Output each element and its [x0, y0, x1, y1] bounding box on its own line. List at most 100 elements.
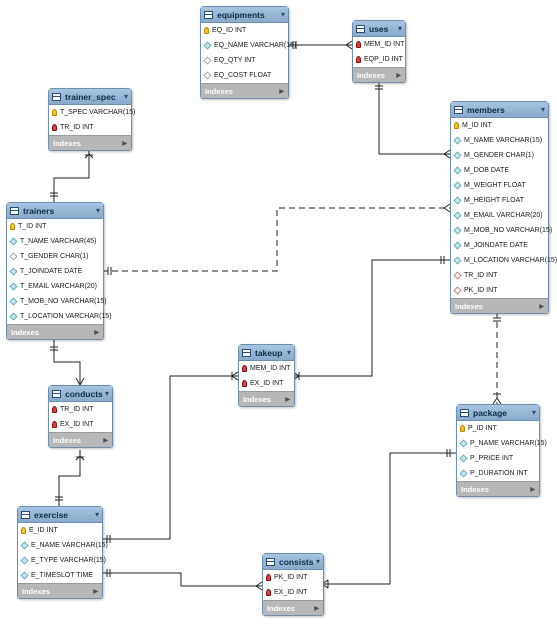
column-row[interactable]: EQ_QTY INT: [201, 53, 288, 68]
column-row[interactable]: M_LOCATION VARCHAR(15): [451, 253, 557, 268]
expand-arrow-icon[interactable]: ▶: [530, 486, 535, 493]
collapse-chevron-icon[interactable]: ▾: [280, 10, 285, 19]
table-header[interactable]: trainers▾: [7, 203, 103, 219]
collapse-chevron-icon[interactable]: ▾: [531, 408, 536, 417]
collapse-chevron-icon[interactable]: ▾: [104, 389, 109, 398]
indexes-footer[interactable]: Indexes▶: [451, 298, 548, 313]
column-row[interactable]: M_GENDER CHAR(1): [451, 148, 548, 163]
expand-arrow-icon[interactable]: ▶: [314, 605, 319, 612]
indexes-footer[interactable]: Indexes ▶: [7, 324, 103, 339]
indexes-label: Indexes: [11, 327, 39, 337]
table-name: package: [473, 407, 508, 418]
column-row[interactable]: TR_ID INT: [49, 120, 131, 135]
expand-arrow-icon[interactable]: ▶: [94, 329, 99, 336]
expand-arrow-icon[interactable]: ▶: [396, 72, 401, 79]
table-header[interactable]: members▾: [451, 102, 548, 118]
column-row[interactable]: T_MOB_NO VARCHAR(15): [7, 294, 107, 309]
column-row[interactable]: MEM_ID INT: [353, 37, 405, 52]
table-icon: [242, 348, 251, 357]
column-row[interactable]: TR_ID INT: [49, 402, 112, 417]
expand-arrow-icon[interactable]: ▶: [93, 588, 98, 595]
primary-key-icon: [10, 223, 15, 230]
indexes-footer[interactable]: Indexes▶: [18, 583, 102, 598]
column-row[interactable]: E_TYPE VARCHAR(15): [18, 553, 106, 568]
column-row[interactable]: EQP_ID INT: [353, 52, 405, 67]
column-row[interactable]: EX_ID INT: [263, 585, 323, 600]
collapse-chevron-icon[interactable]: ▾: [123, 92, 128, 101]
column-label: E_NAME VARCHAR(15): [31, 542, 108, 549]
column-row[interactable]: P_NAME VARCHAR(15): [457, 436, 547, 451]
table-trainer-spec[interactable]: trainer_spec▾T_SPEC VARCHAR(15)TR_ID INT…: [48, 88, 135, 151]
column-row[interactable]: EQ_ID INT: [201, 23, 288, 38]
collapse-chevron-icon[interactable]: ▾: [95, 206, 100, 215]
column-row[interactable]: T_JOINDATE DATE: [7, 264, 103, 279]
indexes-footer[interactable]: Indexes▶: [353, 67, 405, 82]
column-row[interactable]: M_NAME VARCHAR(15): [451, 133, 548, 148]
expand-arrow-icon[interactable]: ▶: [103, 437, 108, 444]
column-row[interactable]: M_ID INT: [451, 118, 548, 133]
column-row[interactable]: EQ_COST FLOAT: [201, 68, 288, 83]
collapse-chevron-icon[interactable]: ▾: [540, 105, 545, 114]
column-row[interactable]: E_NAME VARCHAR(15): [18, 538, 108, 553]
column-row[interactable]: EX_ID INT: [49, 417, 112, 432]
indexes-footer[interactable]: Indexes▶: [49, 135, 131, 150]
indexes-footer[interactable]: Indexes▶: [239, 391, 294, 406]
table-header[interactable]: conducts▾: [49, 386, 112, 402]
expand-arrow-icon[interactable]: ▶: [122, 140, 127, 147]
column-row[interactable]: M_MOB_NO VARCHAR(15): [451, 223, 552, 238]
table-header[interactable]: consists▾: [263, 554, 323, 570]
column-label: TR_ID INT: [60, 406, 94, 413]
column-icon: [453, 151, 462, 160]
column-row[interactable]: P_PRICE INT: [457, 451, 539, 466]
column-row[interactable]: P_ID INT: [457, 421, 539, 436]
collapse-chevron-icon[interactable]: ▾: [397, 24, 402, 33]
column-row[interactable]: M_WEIGHT FLOAT: [451, 178, 548, 193]
column-row[interactable]: T_ID INT: [7, 219, 103, 234]
column-row[interactable]: M_HEIGHT FLOAT: [451, 193, 548, 208]
column-row[interactable]: T_LOCATION VARCHAR(15): [7, 309, 112, 324]
table-header[interactable]: exercise▾: [18, 507, 102, 523]
column-row[interactable]: T_NAME VARCHAR(45): [7, 234, 103, 249]
table-header[interactable]: package ▾: [457, 405, 539, 421]
column-row[interactable]: EX_ID INT: [239, 376, 294, 391]
collapse-chevron-icon[interactable]: ▾: [286, 348, 291, 357]
collapse-chevron-icon[interactable]: ▾: [94, 510, 99, 519]
column-row[interactable]: T_SPEC VARCHAR(15): [49, 105, 135, 120]
column-row[interactable]: M_JOINDATE DATE: [451, 238, 548, 253]
primary-key-icon: [460, 425, 465, 432]
column-row[interactable]: TR_ID INT: [451, 268, 548, 283]
table-exercise[interactable]: exercise▾E_ID INT E_NAME VARCHAR(15) E_TYP…: [17, 506, 108, 599]
column-row[interactable]: M_DOB DATE: [451, 163, 548, 178]
expand-arrow-icon[interactable]: ▶: [539, 303, 544, 310]
column-row[interactable]: T_EMAIL VARCHAR(20): [7, 279, 103, 294]
collapse-chevron-icon[interactable]: ▾: [315, 557, 320, 566]
indexes-footer[interactable]: Indexes▶: [263, 600, 323, 615]
table-header[interactable]: trainer_spec▾: [49, 89, 131, 105]
table-header[interactable]: uses▾: [353, 21, 405, 37]
column-row[interactable]: E_ID INT: [18, 523, 102, 538]
column-row[interactable]: PK_ID INT: [451, 283, 548, 298]
column-row[interactable]: E_TIMESLOT TIME: [18, 568, 102, 583]
column-row[interactable]: EQ_NAME VARCHAR(15): [201, 38, 296, 53]
table-header[interactable]: equipments▾: [201, 7, 288, 23]
indexes-footer[interactable]: Indexes▶: [201, 83, 288, 98]
column-row[interactable]: T_GENDER CHAR(1): [7, 249, 103, 264]
table-header[interactable]: takeup▾: [239, 345, 294, 361]
primary-key-icon: [21, 527, 26, 534]
column-row[interactable]: PK_ID INT: [263, 570, 323, 585]
expand-arrow-icon[interactable]: ▶: [279, 88, 284, 95]
indexes-footer[interactable]: Indexes▶: [49, 432, 112, 447]
column-row[interactable]: M_EMAIL VARCHAR(20): [451, 208, 548, 223]
column-row[interactable]: P_DURATION INT: [457, 466, 539, 481]
indexes-footer[interactable]: Indexes▶: [457, 481, 539, 496]
column-row[interactable]: MEM_ID INT: [239, 361, 294, 376]
expand-arrow-icon[interactable]: ▶: [285, 396, 290, 403]
